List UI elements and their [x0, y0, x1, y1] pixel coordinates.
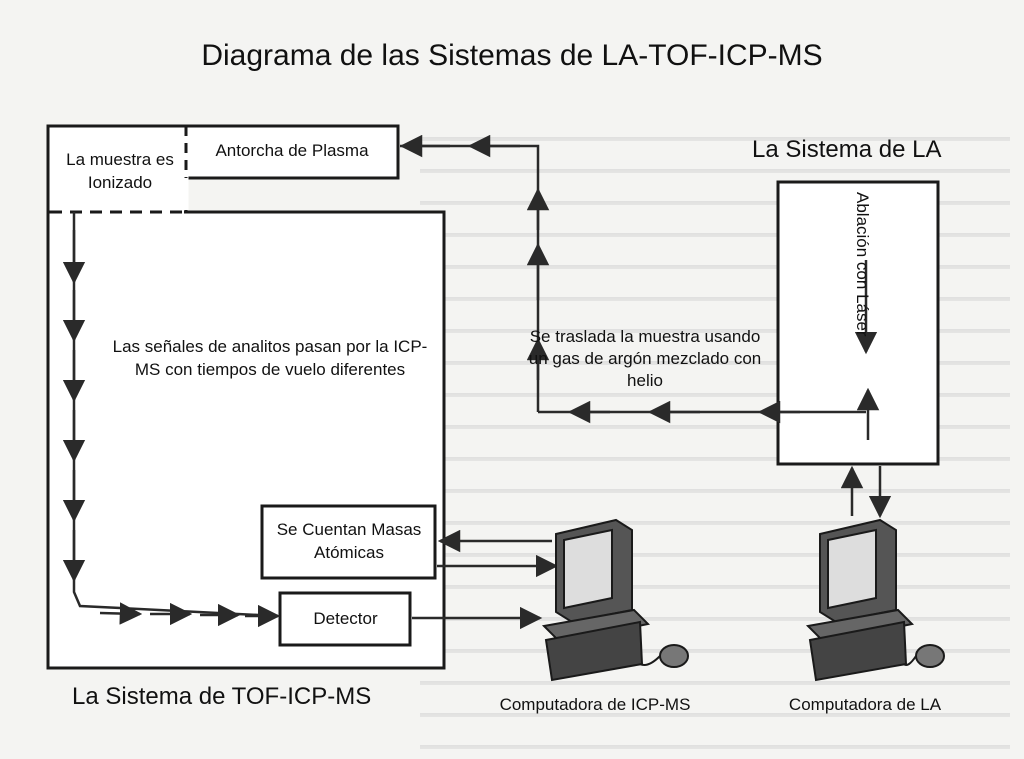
- tof-system-label: La Sistema de TOF-ICP-MS: [72, 683, 372, 710]
- mouse-icon: [915, 644, 945, 668]
- la-system-box: [776, 180, 940, 466]
- computer-icon-la: [805, 518, 945, 682]
- torch-label: Antorcha de Plasma: [215, 141, 369, 160]
- arrows: [62, 134, 892, 630]
- signals-label: Las señales de analitos pasan por la ICP…: [112, 337, 428, 379]
- la-system-label: La Sistema de LA: [752, 136, 942, 163]
- icp-computer-label: Computadora de ICP-MS: [499, 695, 691, 714]
- computer-icon-icp: [541, 518, 689, 682]
- tof-system-frame: [46, 124, 446, 670]
- count-label: Se Cuentan Masas Atómicas: [276, 520, 422, 562]
- page-title: Diagrama de las Sistemas de LA-TOF-ICP-M…: [201, 39, 823, 72]
- ablation-label: Ablación con Láser: [853, 192, 872, 337]
- mouse-icon: [659, 644, 689, 668]
- sample-box: [46, 124, 188, 214]
- sample-label: La muestra es Ionizado: [66, 150, 174, 192]
- detector-label: Detector: [313, 609, 378, 628]
- transport-label: Se traslada la muestra usando un gas de …: [528, 327, 762, 390]
- dashed-lines: [50, 126, 188, 214]
- la-computer-label: Computadora de LA: [788, 695, 942, 714]
- torch-box: [184, 124, 400, 180]
- count-box: [260, 504, 437, 580]
- detector-box: [278, 591, 412, 647]
